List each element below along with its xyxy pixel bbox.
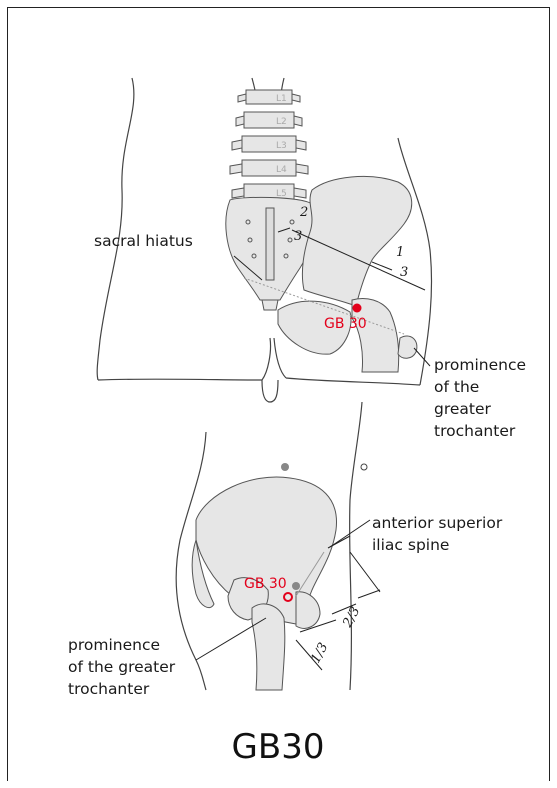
asis-label: anterior superior iliac spine (372, 514, 503, 554)
frac-one-den: 3 (400, 265, 408, 280)
page-title: GB30 (232, 727, 325, 767)
gb30-point-top (353, 304, 362, 313)
label-l2: L2 (276, 117, 287, 127)
troch-bot-line1: prominence (68, 636, 160, 654)
lumbar-spine (230, 90, 308, 200)
trochanter-label-bottom: prominence of the greater trochanter (68, 636, 176, 698)
troch-top-line2: of the (434, 378, 479, 396)
landmark-dot-top (281, 463, 289, 471)
frac-one-num: 1 (396, 245, 404, 260)
gb30-label-bottom: GB 30 (244, 576, 287, 592)
label-l3: L3 (276, 141, 287, 151)
asis-line2: iliac spine (372, 536, 449, 554)
landmark-dot-hip (292, 582, 300, 590)
troch-top-line4: trochanter (434, 422, 516, 440)
troch-bot-line3: trochanter (68, 680, 150, 698)
top-fraction-one-third: 1 3 (396, 245, 408, 280)
bottom-frac-two-thirds: 2/3 (340, 604, 364, 630)
asis-line1: anterior superior (372, 514, 503, 532)
trochanter-label-top: prominence of the greater trochanter (434, 356, 526, 440)
landmark-dot-side (361, 464, 367, 470)
troch-top-line1: prominence (434, 356, 526, 374)
gb30-label-top: GB 30 (324, 316, 367, 332)
bottom-frac-one-third: 1/3 (308, 640, 331, 666)
vertebra-labels: L1 L2 L3 L4 L5 (276, 94, 287, 199)
frac-two-den: 3 (294, 229, 302, 244)
troch-top-line3: greater (434, 400, 492, 418)
label-l1: L1 (276, 94, 287, 104)
sacral-hiatus-label: sacral hiatus (94, 232, 193, 250)
frac-two-num: 2 (299, 205, 308, 220)
trochanter-leader-top (414, 348, 430, 366)
label-l4: L4 (276, 165, 287, 175)
troch-bot-line2: of the greater (68, 658, 176, 676)
